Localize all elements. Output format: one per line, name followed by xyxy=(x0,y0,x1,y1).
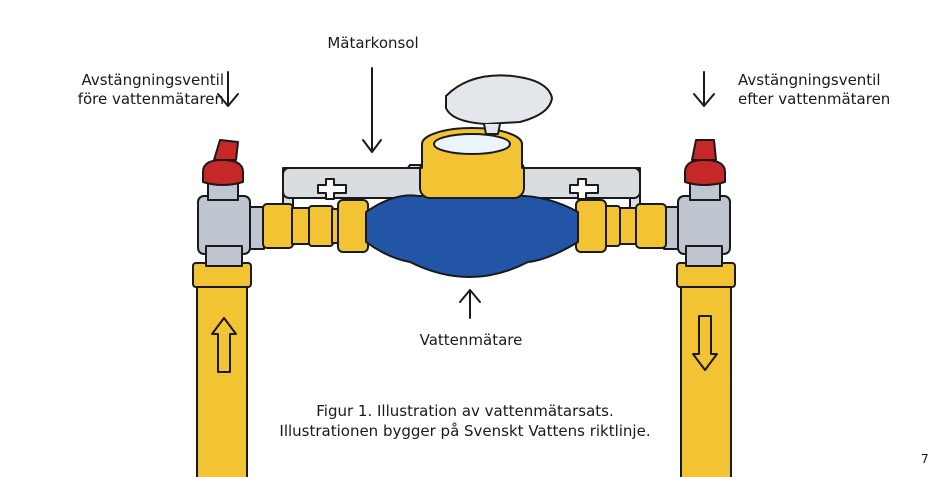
right-coupling xyxy=(575,199,667,253)
meter-lid xyxy=(445,74,553,125)
shutoff-valve-after xyxy=(663,139,731,267)
water-meter xyxy=(365,74,579,278)
arrow-down-icon xyxy=(362,67,382,153)
bracket-slot-right xyxy=(569,178,599,200)
label-line: Avstängningsventil xyxy=(81,71,224,89)
left-coupling xyxy=(262,199,369,253)
label-line: efter vattenmätaren xyxy=(738,90,891,108)
inlet-pipe xyxy=(192,262,252,477)
label-meter-console: Mätarkonsol xyxy=(327,34,419,52)
label-water-meter: Vattenmätare xyxy=(419,331,523,349)
flow-up-icon xyxy=(211,317,237,373)
bracket-slot-left xyxy=(317,178,347,200)
outlet-pipe xyxy=(676,262,736,477)
caption-line: Figur 1. Illustration av vattenmätarsats… xyxy=(316,402,614,420)
label-line: Avstängningsventil xyxy=(738,71,881,89)
page-number: 7 xyxy=(921,452,929,466)
caption-line: Illustrationen bygger på Svenskt Vattens… xyxy=(279,422,651,440)
shutoff-valve-before xyxy=(197,139,265,267)
flow-down-icon xyxy=(692,315,718,371)
label-line: före vattenmätaren xyxy=(77,90,224,108)
figure-caption: Figur 1. Illustration av vattenmätarsats… xyxy=(0,401,930,441)
label-shutoff-valve-before: Avstängningsventil före vattenmätaren xyxy=(0,71,224,109)
label-shutoff-valve-after: Avstängningsventil efter vattenmätaren xyxy=(738,71,890,109)
arrow-down-icon xyxy=(217,71,239,107)
arrow-down-icon xyxy=(693,71,715,107)
arrow-up-icon xyxy=(459,289,481,319)
